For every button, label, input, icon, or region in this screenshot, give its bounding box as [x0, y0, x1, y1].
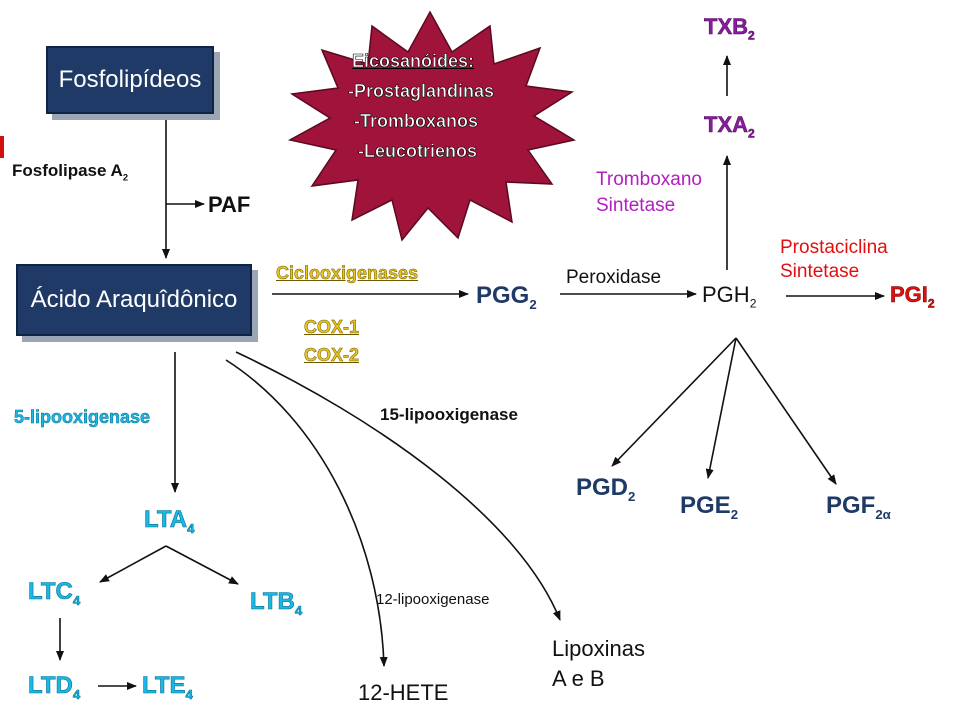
- ltc4-base: LTC: [28, 578, 73, 605]
- pgi2-sub: 2: [927, 296, 935, 311]
- pgg2-base: PGG: [476, 282, 530, 309]
- pgi2-base: PGI: [890, 282, 928, 307]
- cox2-label: COX-2: [304, 345, 360, 365]
- txa2-label: TXA2: [704, 112, 755, 141]
- lipoox12-label: 12-lipooxigenase: [376, 591, 490, 608]
- lta4-label: LTA4: [144, 506, 195, 536]
- pgh2-base: PGH: [702, 282, 750, 307]
- ltd4-label: LTD4: [28, 672, 81, 702]
- arrow-lta4-ltb4: [165, 545, 239, 585]
- txa2-sub: 2: [748, 126, 755, 141]
- arrow-pgh2-pgf2a: [735, 337, 837, 485]
- pge2-base: PGE: [680, 492, 731, 519]
- prostaciclina-label-2: Sintetase: [780, 261, 860, 282]
- acido-label: Ácido Araquîdônico: [30, 286, 238, 313]
- lipoxinas-label-2: A e B: [552, 666, 605, 691]
- fosfolipase-sub: 2: [122, 172, 129, 183]
- pgf2a-sub: 2α: [875, 506, 891, 522]
- fosfolipideos-box: Fosfolipídeos: [46, 46, 214, 114]
- pgh2-sub: 2: [749, 296, 757, 311]
- cox1-label: COX-1: [304, 317, 360, 337]
- arrow-acido-lipoxinas: [235, 351, 561, 621]
- fosfolipase-base: Fosfolipase A: [12, 161, 123, 180]
- fosfolipase-label: Fosfolipase A2: [12, 162, 128, 183]
- lipoxinas-label-1: Lipoxinas: [552, 636, 645, 661]
- pgg2-sub: 2: [529, 296, 537, 312]
- starburst-item-1: -Prostaglandinas: [348, 81, 495, 101]
- ltb4-label: LTB4: [250, 588, 303, 618]
- ltb4-sub: 4: [294, 602, 303, 618]
- pgh2-label: PGH2: [702, 282, 757, 311]
- lta4-sub: 4: [187, 520, 195, 536]
- pgd2-label: PGD2: [576, 476, 635, 503]
- pgi2-label: PGI2: [890, 282, 935, 311]
- fosfolipideos-label: Fosfolipídeos: [58, 66, 202, 93]
- txb2-sub: 2: [748, 28, 755, 43]
- starburst-item-2: -Tromboxanos: [354, 111, 479, 131]
- txa2-base: TXA: [704, 112, 749, 137]
- starburst-shape: [287, 10, 577, 242]
- txb2-base: TXB: [704, 14, 749, 39]
- lipoox15-label: 15-lipooxigenase: [380, 405, 518, 424]
- pgg2-label: PGG2: [476, 284, 537, 311]
- hete-label: 12-HETE: [358, 680, 449, 705]
- pgd2-base: PGD: [576, 474, 629, 501]
- lte4-base: LTE: [142, 672, 186, 699]
- arrow-pgh2-pge2: [705, 337, 737, 479]
- paf-label: PAF: [208, 192, 251, 217]
- prostaciclina-label-1: Prostaciclina: [780, 237, 888, 258]
- ltb4-base: LTB: [250, 588, 295, 615]
- peroxidase-label: Peroxidase: [566, 267, 662, 288]
- tromboxano-label-1: Tromboxano: [596, 169, 702, 190]
- txb2-label: TXB2: [704, 14, 755, 43]
- pgf2a-label: PGF2α: [826, 494, 891, 521]
- pge2-sub: 2: [730, 506, 739, 522]
- tromboxano-label-2: Sintetase: [596, 195, 676, 216]
- arrow-acido-12hete: [225, 359, 388, 667]
- lte4-sub: 4: [185, 686, 193, 702]
- ltd4-base: LTD: [28, 672, 73, 699]
- arrow-lta4-ltc4: [99, 545, 167, 583]
- lte4-label: LTE4: [142, 672, 194, 702]
- starburst-title: Eicosanóides:: [352, 51, 475, 71]
- ltc4-sub: 4: [72, 592, 81, 608]
- lipoox5-label: 5-lipooxigenase: [14, 407, 151, 427]
- pgd2-sub: 2: [628, 488, 636, 504]
- starburst-item-3: -Leucotrienos: [358, 141, 478, 161]
- ltc4-label: LTC4: [28, 578, 81, 608]
- pgf2a-base: PGF: [826, 492, 876, 519]
- acido-box: Ácido Araquîdônico: [16, 264, 252, 336]
- ciclooxigenases-label: Ciclooxigenases: [276, 263, 419, 283]
- left-edge-marker: [0, 136, 4, 158]
- arrow-pgh2-pgd2: [611, 337, 737, 467]
- pge2-label: PGE2: [680, 494, 738, 521]
- ltd4-sub: 4: [72, 686, 81, 702]
- lta4-base: LTA: [144, 506, 188, 533]
